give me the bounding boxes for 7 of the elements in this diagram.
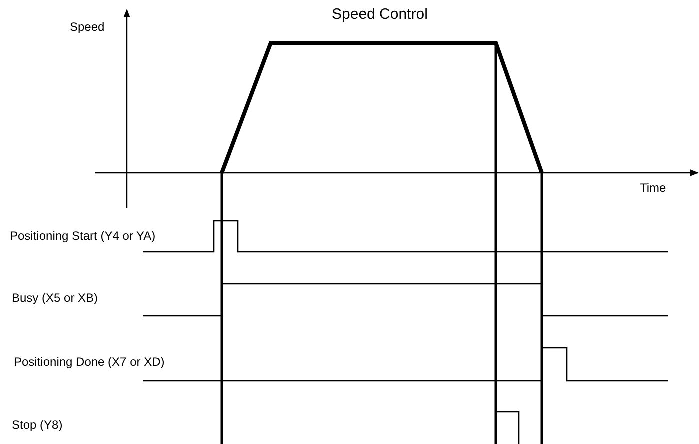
signal-label: Positioning Start (Y4 or YA) — [10, 229, 156, 243]
signal-label: Busy (X5 or XB) — [12, 291, 98, 305]
signal-label: Positioning Done (X7 or XD) — [14, 355, 165, 369]
diagram-title: Speed Control — [332, 8, 428, 22]
axis-label: Speed — [70, 20, 105, 34]
axis-label: Time — [640, 181, 666, 195]
signal-label: Stop (Y8) — [12, 418, 63, 432]
